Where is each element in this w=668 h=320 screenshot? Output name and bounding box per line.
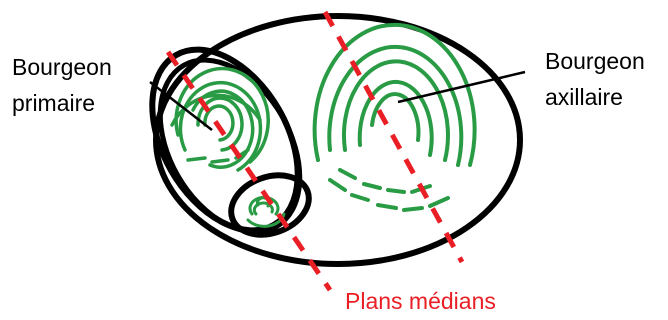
primary-bud-label-line2: primaire — [12, 88, 95, 118]
axillary-bud-rings — [315, 25, 475, 210]
primary-bud-rings — [172, 69, 268, 170]
axillary-bud-label-line2: axillaire — [545, 82, 623, 112]
small-bud-rings — [248, 197, 284, 226]
median-plane-primary — [168, 52, 330, 290]
axillary-bud-label-line1: Bourgeon — [545, 46, 645, 76]
median-planes-label: Plans médians — [345, 286, 496, 316]
primary-bud-label-line1: Bourgeon — [12, 52, 112, 82]
